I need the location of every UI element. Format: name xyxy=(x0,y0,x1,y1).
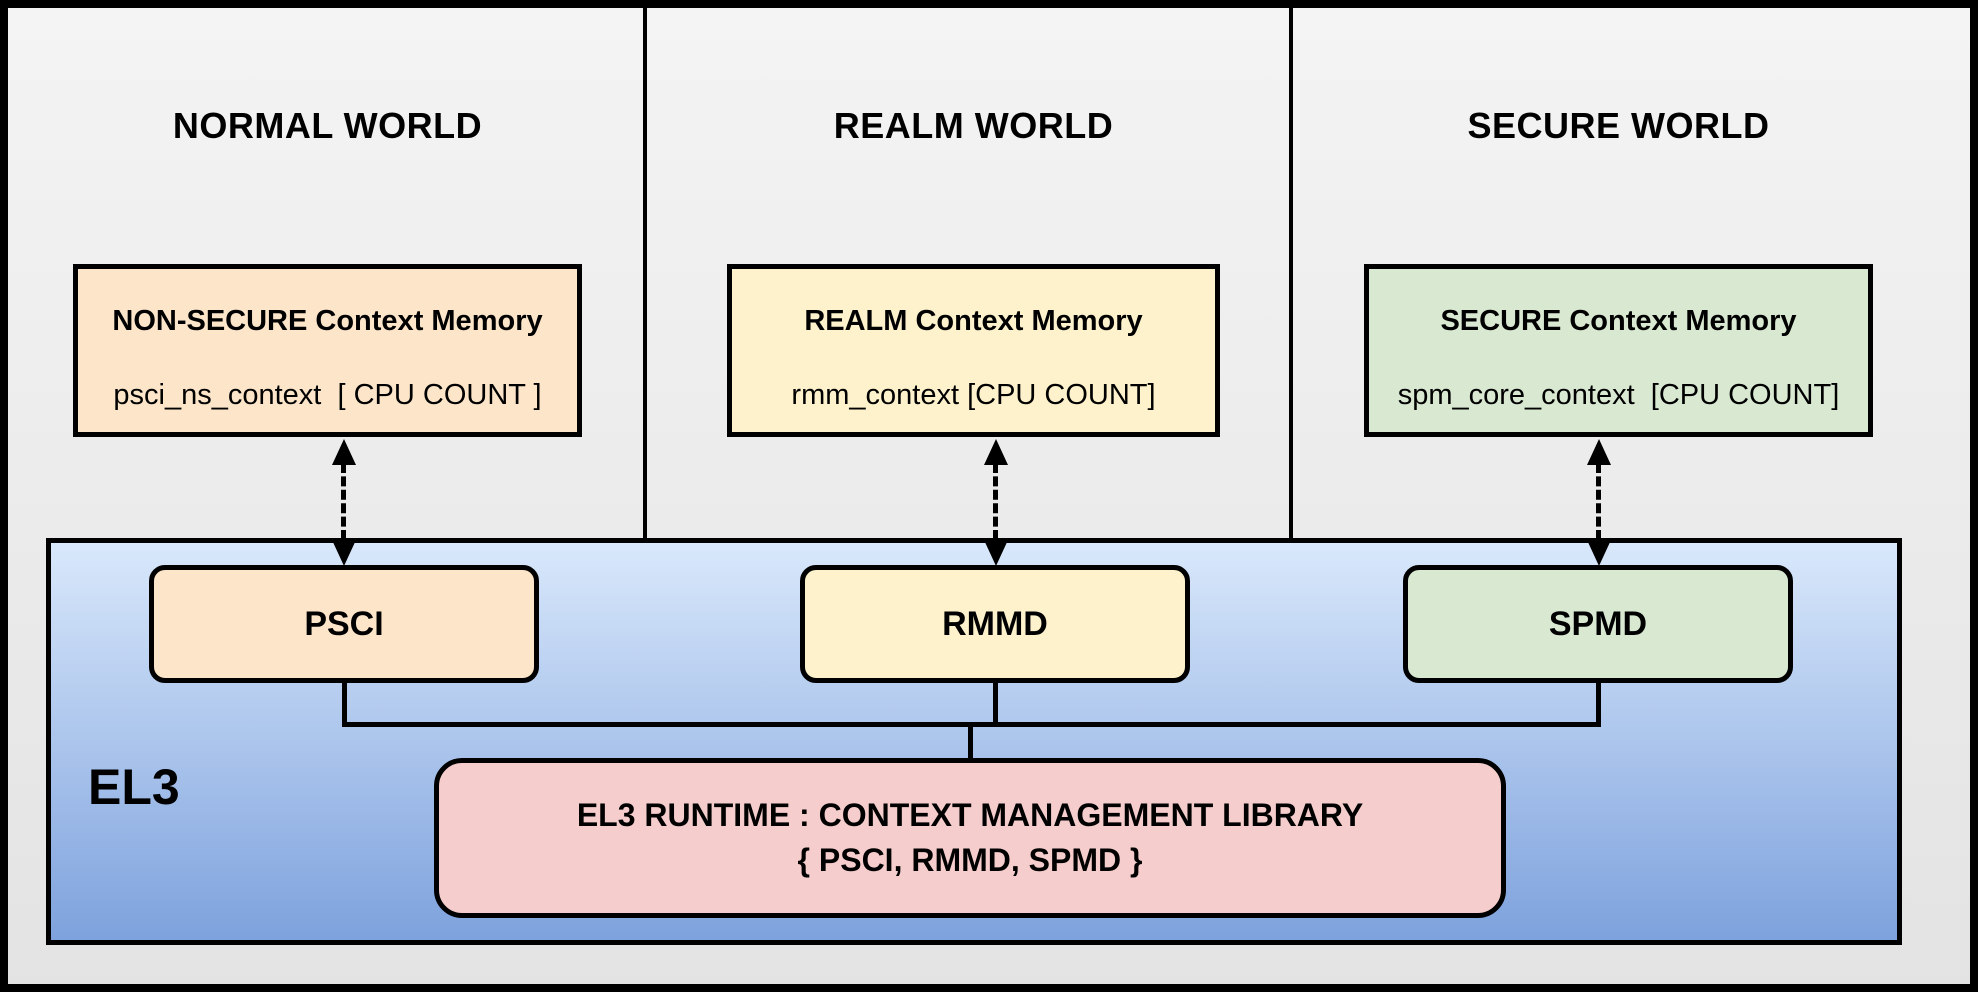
memory-box-code: spm_core_context [CPU COUNT] xyxy=(1397,379,1840,411)
arrow-up-head-icon xyxy=(984,439,1008,465)
rmmd-module-label: RMMD xyxy=(942,604,1048,643)
world-divider-normal-realm xyxy=(643,8,647,539)
connector-spmd-down xyxy=(1596,682,1601,724)
world-title-normal: NORMAL WORLD xyxy=(172,105,483,146)
runtime-box-line2: { PSCI, RMMD, SPMD } xyxy=(797,842,1143,878)
psci-module-label: PSCI xyxy=(304,604,384,643)
memory-box-title: NON-SECURE Context Memory xyxy=(112,305,543,337)
arrow-up-head-icon xyxy=(332,439,356,465)
spmd-module-box: SPMD xyxy=(1403,565,1793,683)
psci-module-box: PSCI xyxy=(149,565,539,683)
bidirectional-dashed-arrow-normal xyxy=(330,437,358,566)
arrow-down-head-icon xyxy=(332,540,356,566)
world-divider-realm-secure xyxy=(1289,8,1293,539)
non-secure-context-memory-box: NON-SECURE Context Memory psci_ns_contex… xyxy=(73,264,582,437)
connector-rmmd-down xyxy=(993,682,998,724)
world-title-realm: REALM WORLD xyxy=(833,105,1114,146)
runtime-box-line1: EL3 RUNTIME : CONTEXT MANAGEMENT LIBRARY xyxy=(576,797,1364,833)
connector-runtime-drop xyxy=(968,722,973,762)
arrow-up-head-icon xyxy=(1587,439,1611,465)
world-title-secure: SECURE WORLD xyxy=(1467,105,1770,146)
el3-runtime-library-box: EL3 RUNTIME : CONTEXT MANAGEMENT LIBRARY… xyxy=(434,758,1506,918)
realm-context-memory-box: REALM Context Memory rmm_context [CPU CO… xyxy=(727,264,1220,437)
memory-box-title: SECURE Context Memory xyxy=(1440,305,1797,337)
secure-context-memory-box: SECURE Context Memory spm_core_context [… xyxy=(1364,264,1873,437)
bidirectional-dashed-arrow-realm xyxy=(982,437,1010,566)
arrow-down-head-icon xyxy=(984,540,1008,566)
rmmd-module-box: RMMD xyxy=(800,565,1190,683)
dashed-arrow-stem xyxy=(993,463,998,540)
spmd-module-label: SPMD xyxy=(1548,604,1648,643)
memory-box-title: REALM Context Memory xyxy=(804,305,1143,337)
dashed-arrow-stem xyxy=(341,463,346,540)
el3-label: EL3 xyxy=(88,759,180,815)
bidirectional-dashed-arrow-secure xyxy=(1585,437,1613,566)
dashed-arrow-stem xyxy=(1596,463,1601,540)
memory-box-code: rmm_context [CPU COUNT] xyxy=(791,379,1156,411)
arrow-down-head-icon xyxy=(1587,540,1611,566)
connector-psci-down xyxy=(342,682,347,724)
memory-box-code: psci_ns_context [ CPU COUNT ] xyxy=(113,379,542,411)
